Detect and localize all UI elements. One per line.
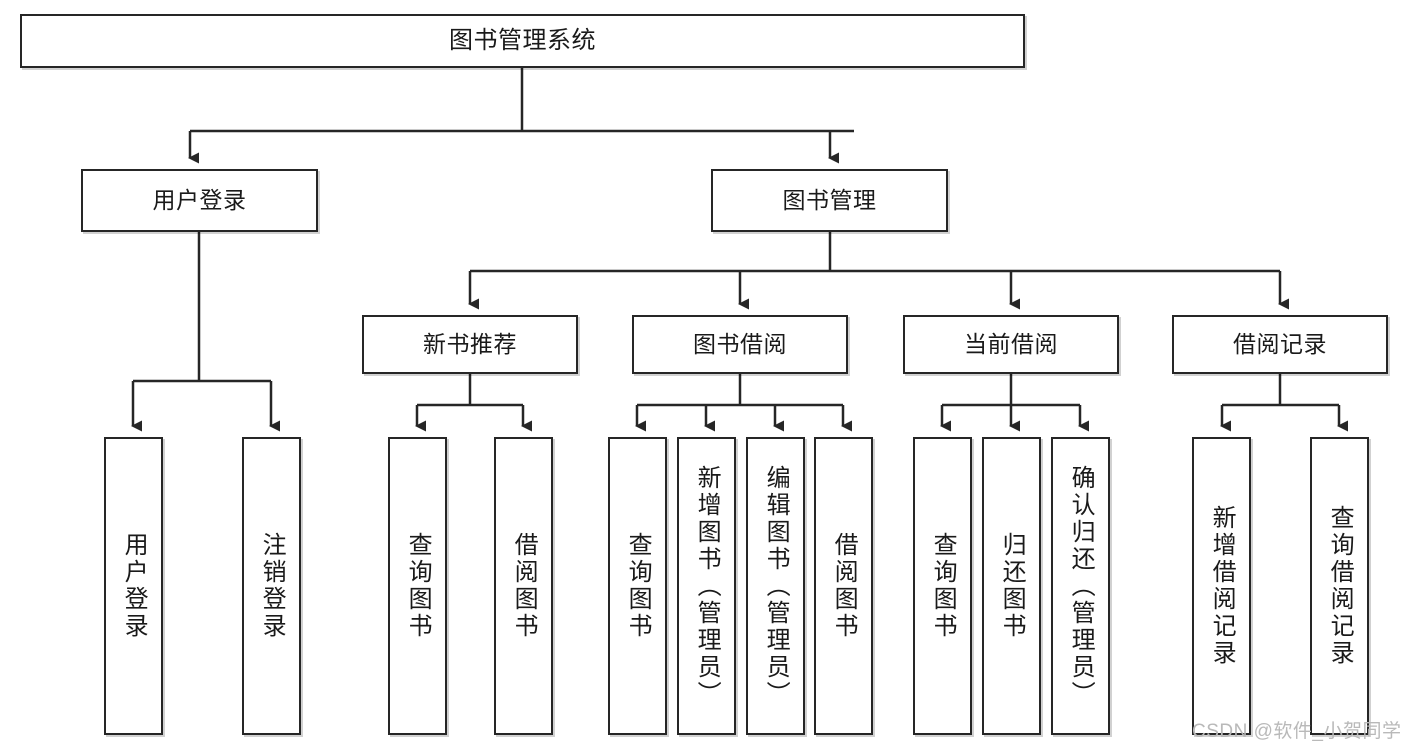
node-user-login[interactable]: 用户登录 <box>81 169 318 232</box>
node-label: 借阅图书 <box>510 532 538 640</box>
node-label: 用户登录 <box>152 187 247 214</box>
node-leaf-confirm-return[interactable]: 确认归还（管理员） <box>1051 437 1110 735</box>
node-leaf-query-book-2[interactable]: 查询图书 <box>608 437 667 735</box>
node-leaf-add-record[interactable]: 新增借阅记录 <box>1192 437 1251 735</box>
node-new-book-recommend[interactable]: 新书推荐 <box>362 315 578 374</box>
node-label: 查询图书 <box>929 532 957 640</box>
node-label: 新增图书（管理员） <box>693 464 721 708</box>
node-label: 图书借阅 <box>693 331 787 358</box>
node-label: 用户登录 <box>120 532 148 640</box>
node-label: 归还图书 <box>998 532 1026 640</box>
node-label: 查询图书 <box>404 532 432 640</box>
node-label: 当前借阅 <box>964 331 1058 358</box>
node-root-system[interactable]: 图书管理系统 <box>20 14 1025 68</box>
node-label: 借阅图书 <box>830 532 858 640</box>
node-label: 新书推荐 <box>423 331 517 358</box>
node-book-management[interactable]: 图书管理 <box>711 169 948 232</box>
node-label: 新增借阅记录 <box>1208 505 1236 667</box>
node-leaf-user-login[interactable]: 用户登录 <box>104 437 163 735</box>
node-label: 编辑图书（管理员） <box>762 464 790 708</box>
node-leaf-logout-login[interactable]: 注销登录 <box>242 437 301 735</box>
node-leaf-query-record[interactable]: 查询借阅记录 <box>1310 437 1369 735</box>
node-leaf-query-book-1[interactable]: 查询图书 <box>388 437 447 735</box>
node-leaf-borrow-book-2[interactable]: 借阅图书 <box>814 437 873 735</box>
node-leaf-return-book[interactable]: 归还图书 <box>982 437 1041 735</box>
node-label: 注销登录 <box>258 532 286 640</box>
node-current-borrow[interactable]: 当前借阅 <box>903 315 1119 374</box>
node-book-borrow[interactable]: 图书借阅 <box>632 315 848 374</box>
node-leaf-add-book[interactable]: 新增图书（管理员） <box>677 437 736 735</box>
node-label: 查询借阅记录 <box>1326 505 1354 667</box>
node-label: 借阅记录 <box>1233 331 1327 358</box>
node-leaf-edit-book[interactable]: 编辑图书（管理员） <box>746 437 805 735</box>
node-label: 图书管理 <box>782 187 877 214</box>
node-label: 查询图书 <box>624 532 652 640</box>
node-leaf-query-book-3[interactable]: 查询图书 <box>913 437 972 735</box>
node-label: 图书管理系统 <box>449 27 596 55</box>
node-label: 确认归还（管理员） <box>1067 464 1095 708</box>
node-borrow-record[interactable]: 借阅记录 <box>1172 315 1388 374</box>
node-leaf-borrow-book-1[interactable]: 借阅图书 <box>494 437 553 735</box>
